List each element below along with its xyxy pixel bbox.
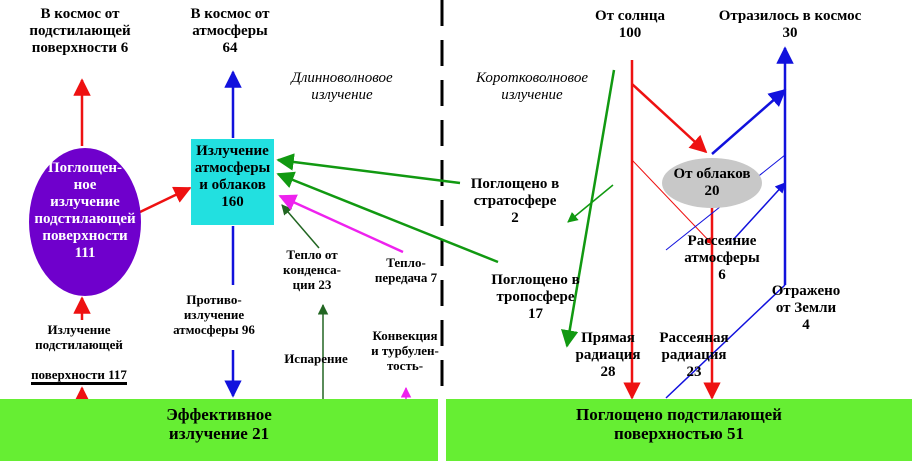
surface-radiation-label: Излучение подстилающей <box>35 322 123 352</box>
reflected-to-space-label: Отразилось в космос 30 <box>718 8 862 41</box>
arrow-stratosphere-to-atmosphere <box>276 153 461 185</box>
arrow-sun-to-clouds <box>631 83 708 154</box>
space-from-atmosphere-label: В космос от атмосферы 64 <box>190 6 270 56</box>
absorbed-surface-radiation-label: Поглощен- ное излучение подстилающей пов… <box>34 160 136 261</box>
absorbed-surface-radiation-ellipse: Поглощен- ное излучение подстилающей пов… <box>29 148 141 296</box>
evaporation-label: Испарение <box>284 351 348 366</box>
arrow-surface-to-atmosphere <box>139 186 192 214</box>
absorbed-by-surface-bar: Поглощено подстилающей поверхностью 51 <box>446 399 912 461</box>
shortwave-radiation-label: Коротковолновое излучение <box>475 70 589 103</box>
condensation-heat-label: Тепло от конденса- ции 23 <box>283 247 341 292</box>
scattered-radiation-label: Рассеяная радиация 23 <box>659 330 729 380</box>
clouds-ellipse: От облаков 20 <box>662 158 762 208</box>
surface-radiation-value: поверхности 117 <box>12 352 146 385</box>
atmosphere-clouds-radiation-box: Излучение атмосферы и облаков 160 <box>191 139 274 225</box>
reflected-from-earth-label: Отражено от Земли 4 <box>771 283 841 333</box>
arrow-sun-to-troposphere <box>561 69 616 348</box>
arrow-sun-to-scattering <box>631 159 713 245</box>
from-sun-label: От солнца 100 <box>595 8 665 41</box>
arrow-scattering-to-space <box>732 182 786 241</box>
atmospheric-scattering-label: Рассеяние атмосферы 6 <box>684 233 760 283</box>
absorbed-by-surface-label: Поглощено подстилающей поверхностью 51 <box>576 405 782 443</box>
direct-radiation-label: Прямая радиация 28 <box>575 330 641 380</box>
space-from-surface-label: В космос от подстилающей поверхности 6 <box>29 6 131 56</box>
convection-label: Конвекция и турбулен- тость- <box>371 328 439 373</box>
counter-radiation-label: Противо- излучение атмосферы 96 <box>173 292 255 337</box>
heat-transfer-label: Тепло- передача 7 <box>374 255 438 285</box>
effective-radiation-bar: Эффективное излучение 21 <box>0 399 438 461</box>
from-clouds-label: От облаков 20 <box>673 166 751 199</box>
arrow-clouds-to-space <box>711 88 787 155</box>
arrow-troposphere-to-atmosphere <box>276 171 499 264</box>
atmosphere-clouds-radiation-label: Излучение атмосферы и облаков 160 <box>194 143 271 210</box>
arrow-earth-to-space <box>665 284 786 399</box>
arrow-condensation-heat <box>281 204 320 249</box>
longwave-radiation-label: Длинноволновое излучение <box>291 70 393 103</box>
surface-radiation-value-text: поверхности 117 <box>31 367 127 385</box>
absorbed-troposphere-label: Поглощено в тропосфере 17 <box>491 272 580 322</box>
effective-radiation-label: Эффективное излучение 21 <box>166 405 272 443</box>
absorbed-stratosphere-label: Поглощено в стратосфере 2 <box>470 176 560 226</box>
arrow-heat-transfer <box>278 194 404 254</box>
